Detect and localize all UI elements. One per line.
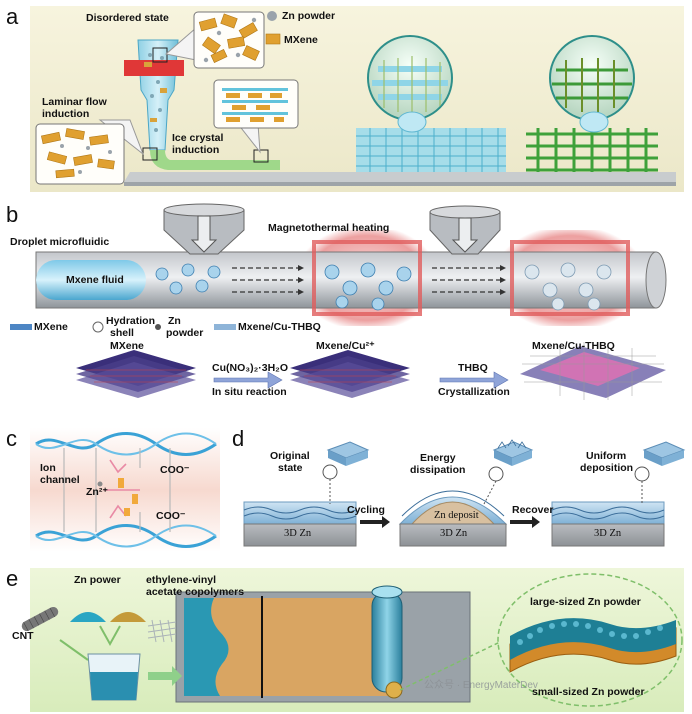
- label-zn2: Zn²⁺: [86, 486, 108, 498]
- helix-top-b: [35, 432, 217, 456]
- stage1-zn-base: [243, 523, 357, 547]
- stack-mxene-cu: [290, 350, 410, 398]
- ice-crystal-zoom: [213, 79, 299, 129]
- label-magnetothermal: Magnetothermal heating: [268, 222, 390, 234]
- legend-mxene-swatch: [265, 33, 281, 45]
- arrow-to-tray: [148, 666, 182, 686]
- stage-label-mxene-cu: Mxene/Cu²⁺: [316, 340, 375, 352]
- legend-hydration-swatch: [92, 321, 104, 333]
- legend-label-cu: Mxene/Cu-THBQ: [238, 321, 321, 333]
- label-coo-top: COO⁻: [160, 464, 190, 476]
- label-uniform-2: deposition: [580, 462, 634, 474]
- legend-zn-swatch: [155, 324, 161, 330]
- label-recover: Recover: [512, 504, 554, 516]
- label-laminar-2: induction: [42, 108, 90, 120]
- label-uniform-1: Uniform: [586, 450, 627, 462]
- legend-label-hydration-1: Hydration: [106, 315, 156, 327]
- label-energy-1: Energy: [420, 452, 456, 464]
- roller: [371, 591, 403, 693]
- legend-cu-thbq-swatch: [214, 324, 236, 330]
- arrow-in-situ: [213, 371, 283, 389]
- zoom-ellipse: [497, 573, 683, 707]
- label-cycling: Cycling: [347, 504, 385, 516]
- sand-coating: [262, 598, 392, 696]
- label-ion-2: channel: [40, 474, 80, 486]
- label-laminar-1: Laminar flow: [42, 96, 107, 108]
- arrow1-label-top: Cu(NO₃)₂·3H₂O: [212, 362, 289, 374]
- stage-label-mxene-cu-thbq: Mxene/Cu-THBQ: [532, 340, 615, 352]
- zn-powder-pile: [70, 612, 106, 622]
- stage2-zn-base: [399, 523, 507, 547]
- panel-e-illustration: [21, 568, 684, 712]
- watermark: 公众号 · EnergyMaterDev: [424, 680, 538, 691]
- label-energy-2: dissipation: [410, 464, 466, 476]
- panel-letter-b: b: [6, 202, 19, 227]
- label-3d-zn-2: 3D Zn: [440, 528, 468, 539]
- stage2-zn-deposit: [410, 501, 496, 525]
- label-zn-powder: Zn powder: [282, 10, 336, 22]
- panel-a-illustration: [30, 6, 684, 192]
- helix-bottom-a: [35, 524, 217, 548]
- arrow2-label-bottom: Crystallization: [438, 386, 510, 398]
- label-zn-deposit: Zn deposit: [434, 510, 479, 521]
- label-droplet: Droplet microfluidic: [10, 236, 110, 248]
- label-small-zn: small-sized Zn powder: [532, 686, 645, 698]
- legend-label-hydration-2: shell: [110, 327, 134, 339]
- label-mxene-fluid: Mxene fluid: [66, 274, 124, 286]
- base-platform: [124, 172, 676, 182]
- label-ion-1: Ion: [40, 462, 56, 474]
- eva-powder-pile: [110, 612, 146, 622]
- cnt-tube: [21, 606, 59, 632]
- panel-letter-d: d: [232, 426, 245, 451]
- legend-label-zn-1: Zn: [168, 315, 181, 327]
- stage3-zn-base: [551, 523, 665, 547]
- label-original-1: Original: [270, 450, 310, 462]
- legend-label-zn-2: powder: [166, 327, 204, 339]
- arrow-cycling: [360, 516, 390, 528]
- flow-channel: [150, 150, 280, 170]
- panel-d-illustration: [243, 439, 686, 547]
- label-ice-1: Ice crystal: [172, 132, 224, 144]
- label-coo-bottom: COO⁻: [156, 510, 186, 522]
- label-3d-zn-3: 3D Zn: [594, 528, 622, 539]
- label-original-2: state: [278, 462, 303, 474]
- green-zoom-circle: [549, 35, 635, 121]
- green-grid-block: [526, 128, 658, 172]
- helix-bottom-b: [35, 524, 217, 548]
- red-clamp: [124, 60, 184, 76]
- panel-c-illustration: [30, 428, 220, 552]
- arrow2-label-top: THBQ: [458, 362, 488, 374]
- arrow-crystallization: [439, 371, 509, 389]
- panel-letter-c: c: [6, 426, 17, 451]
- mxene-fluid: [36, 260, 146, 300]
- stack-mxene: [76, 350, 196, 398]
- ice-grid-block: [356, 128, 506, 172]
- label-3d-zn-1: 3D Zn: [284, 528, 312, 539]
- label-disordered-state: Disordered state: [86, 12, 169, 24]
- stage-label-mxene: MXene: [110, 340, 144, 352]
- label-mxene: MXene: [284, 34, 318, 46]
- label-ice-2: induction: [172, 144, 220, 156]
- arrow-recover: [510, 516, 540, 528]
- panel-letter-e: e: [6, 566, 19, 591]
- arrow1-label-bottom: In situ reaction: [212, 386, 287, 398]
- label-cnt: CNT: [12, 630, 34, 642]
- panel-letter-a: a: [6, 4, 19, 29]
- label-eva-2: acetate copolymers: [146, 586, 245, 598]
- stack-mxene-cu-thbq: [520, 342, 666, 400]
- label-eva-1: ethylene-vinyl: [146, 574, 217, 586]
- eva-mesh: [147, 619, 177, 643]
- helix-top-a: [35, 432, 217, 456]
- legend-mxene-swatch-b: [10, 324, 32, 330]
- legend-zn-powder-swatch: [267, 11, 277, 21]
- label-large-zn: large-sized Zn powder: [530, 596, 641, 608]
- panel-b-illustration: [10, 203, 667, 400]
- legend-label-mxene: MXene: [34, 321, 68, 333]
- label-zn-power: Zn power: [74, 574, 121, 586]
